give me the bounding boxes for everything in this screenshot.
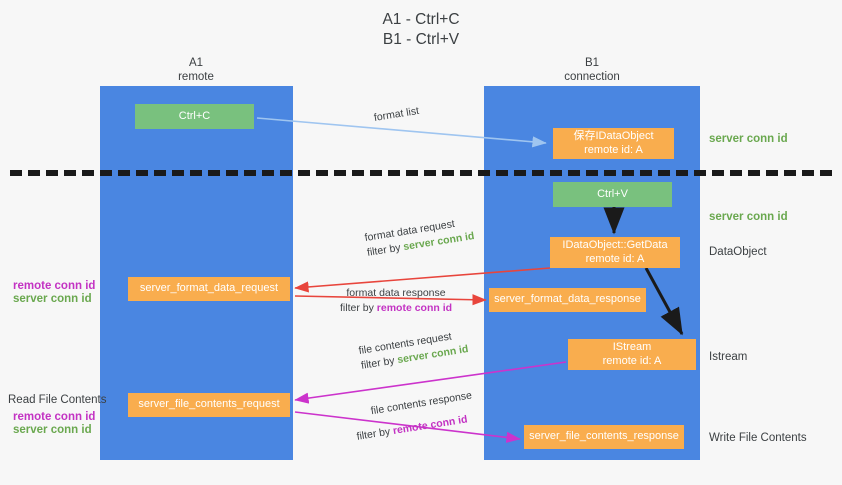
- node-server-format-data-response-label: server_format_data_response: [494, 293, 641, 306]
- node-server-format-data-request-label: server_format_data_request: [139, 282, 279, 295]
- node-server-file-contents-response-label: server_file_contents_response: [529, 430, 679, 443]
- node-save-idataobject-label: 保存IDataObject: [573, 130, 654, 142]
- lane-a1-name: A1: [188, 57, 204, 69]
- node-server-format-data-response[interactable]: server_format_data_response: [489, 288, 646, 312]
- title-line-2: B1 - Ctrl+V: [382, 31, 460, 48]
- node-server-file-contents-request-label: server_file_contents_request: [138, 398, 280, 411]
- node-ctrl-v-label: Ctrl+V: [597, 187, 628, 200]
- node-istream[interactable]: IStream remote id: A: [568, 339, 696, 370]
- node-ctrl-c[interactable]: Ctrl+C: [135, 104, 254, 129]
- annotation-server-conn-id-mid: server conn id: [709, 211, 788, 223]
- annotation-read-file-contents: Read File Contents: [8, 394, 107, 406]
- edge-label-file-contents-request: file contents request filter by server c…: [358, 327, 470, 374]
- edge-label-format-list: format list: [373, 104, 420, 124]
- node-getdata-label: IDataObject::GetData: [562, 239, 668, 251]
- node-ctrl-c-label: Ctrl+C: [178, 109, 211, 122]
- filter-by-text-1: filter by: [366, 241, 402, 259]
- node-server-file-contents-request[interactable]: server_file_contents_request: [128, 393, 290, 417]
- filter-by-text-3: filter by: [360, 354, 396, 372]
- lane-header-a1: A1 remote: [116, 57, 276, 84]
- annotation-server-conn-id-1: server conn id: [13, 293, 92, 305]
- node-getdata-sub: remote id: A: [585, 252, 645, 265]
- phase-divider: [10, 170, 832, 176]
- edge-label-format-data-request: format data request filter by server con…: [364, 214, 476, 261]
- lane-header-b1: B1 connection: [512, 57, 672, 84]
- filter-value-remote-conn-id-2: remote conn id: [392, 413, 469, 438]
- edge-label-format-data-response: format data response filter by remote co…: [340, 286, 452, 316]
- edge-format-data-response-main: format data response: [346, 287, 446, 299]
- annotation-remote-conn-id-2: remote conn id: [13, 411, 96, 423]
- lane-a1-role: remote: [178, 70, 214, 83]
- filter-by-text-4: filter by: [355, 425, 392, 443]
- annotation-istream: Istream: [709, 351, 748, 363]
- node-server-format-data-request[interactable]: server_format_data_request: [128, 277, 290, 301]
- annotation-dataobject: DataObject: [709, 246, 767, 258]
- annotation-remote-conn-id-1: remote conn id: [13, 280, 96, 292]
- annotation-write-file-contents: Write File Contents: [709, 432, 807, 444]
- node-save-idataobject-sub: remote id: A: [584, 143, 643, 156]
- node-istream-label: IStream: [612, 341, 652, 353]
- node-save-idataobject[interactable]: 保存IDataObject remote id: A: [553, 128, 674, 159]
- lane-b1-role: connection: [564, 70, 620, 83]
- page-title: A1 - Ctrl+C B1 - Ctrl+V: [0, 10, 842, 50]
- node-server-file-contents-response[interactable]: server_file_contents_response: [524, 425, 684, 449]
- node-ctrl-v[interactable]: Ctrl+V: [553, 182, 672, 207]
- node-idataobject-getdata[interactable]: IDataObject::GetData remote id: A: [550, 237, 680, 268]
- filter-value-remote-conn-id-1: remote conn id: [376, 302, 453, 314]
- node-istream-sub: remote id: A: [602, 354, 662, 367]
- annotation-server-conn-id-top: server conn id: [709, 133, 788, 145]
- edge-label-file-contents-response: file contents response filter by remote …: [352, 388, 477, 444]
- title-line-1: A1 - Ctrl+C: [382, 11, 460, 28]
- filter-by-text-2: filter by: [340, 302, 374, 314]
- edge-format-data-response-filter: filter by remote conn id: [340, 301, 452, 316]
- annotation-server-conn-id-2: server conn id: [13, 424, 92, 436]
- lane-b1-name: B1: [584, 57, 600, 69]
